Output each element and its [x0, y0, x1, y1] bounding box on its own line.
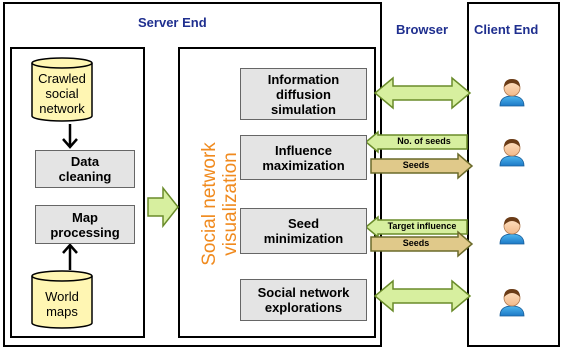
arrow-no-of-seeds — [364, 130, 468, 154]
label-line: Social network — [199, 142, 220, 266]
info-diffusion-box: Information diffusion simulation — [240, 68, 367, 120]
explorations-box: Social network explorations — [240, 279, 367, 321]
label-line: Crawled — [38, 71, 86, 86]
world-maps-cylinder — [31, 270, 93, 329]
label-line: maximization — [262, 157, 345, 173]
label-line: Influence — [274, 142, 333, 158]
visualization-label: Social network visualization — [199, 114, 243, 294]
user-icon — [499, 289, 525, 317]
label-line: processing — [50, 224, 120, 240]
client-end-heading: Client End — [474, 22, 539, 37]
user-icon — [499, 139, 525, 167]
arrow-to-visualization — [147, 185, 179, 229]
server-end-heading: Server End — [138, 15, 207, 30]
arrow-maps-to-processing — [62, 243, 78, 270]
double-arrow-diffusion — [373, 76, 472, 110]
label-line: Information — [267, 71, 340, 87]
seeds-label-2: Seeds — [402, 238, 430, 248]
influence-max-box: Influence maximization — [240, 135, 367, 180]
crawled-data-label: Crawled social network — [30, 71, 94, 116]
crawled-data-cylinder — [31, 57, 93, 122]
visualization-panel — [178, 47, 376, 338]
target-influence-label: Target influence — [387, 221, 457, 231]
seeds-label-1: Seeds — [402, 160, 430, 170]
map-processing-box: Map processing — [35, 205, 135, 244]
label-line: maps — [46, 304, 78, 319]
data-source-panel — [10, 47, 145, 338]
double-arrow-explorations — [373, 279, 472, 313]
no-of-seeds-label: No. of seeds — [397, 136, 451, 146]
seed-min-box: Seed minimization — [240, 208, 367, 254]
browser-heading: Browser — [396, 22, 449, 37]
server-end-frame — [3, 2, 382, 347]
user-icon — [499, 217, 525, 245]
label-line: explorations — [264, 300, 343, 315]
label-line: social — [45, 86, 79, 101]
label-line: Data — [70, 154, 100, 169]
label-line: World — [45, 289, 79, 304]
client-end-frame — [467, 2, 560, 347]
user-icon — [499, 79, 525, 107]
label-line: Map — [71, 209, 98, 225]
arrow-crawled-to-cleaning — [62, 124, 78, 149]
data-cleaning-box: Data cleaning — [35, 150, 135, 188]
label-line: cleaning — [58, 169, 112, 184]
label-line: visualization — [220, 152, 241, 256]
arrow-seeds-1 — [370, 152, 474, 180]
arrow-seeds-2 — [370, 230, 474, 258]
label-line: simulation — [270, 101, 336, 117]
label-line: network — [39, 101, 85, 116]
world-maps-label: World maps — [30, 289, 94, 319]
label-line: Social network — [257, 285, 350, 300]
label-line: diffusion — [276, 86, 331, 102]
label-line: minimization — [263, 231, 344, 246]
label-line: Seed — [287, 216, 320, 231]
